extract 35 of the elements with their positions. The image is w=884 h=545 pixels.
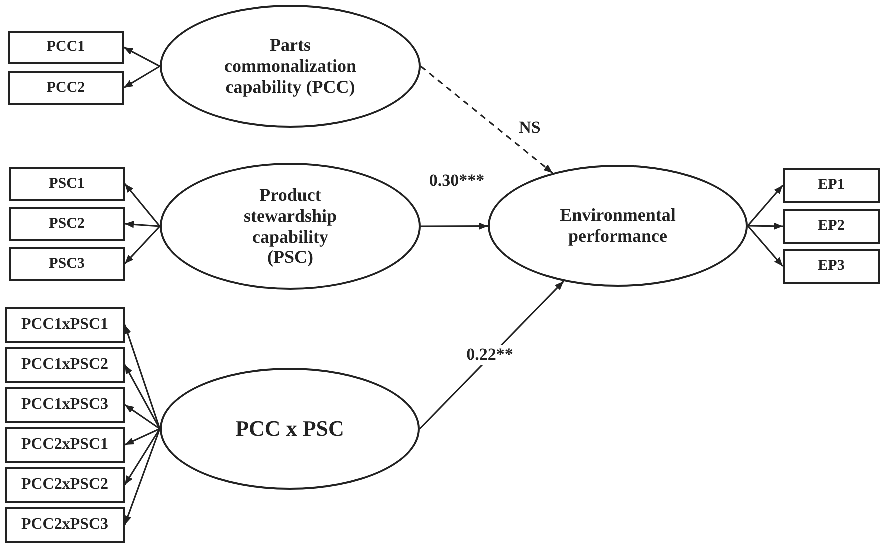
indicator-box: EP2 bbox=[783, 209, 880, 244]
arrow bbox=[421, 222, 488, 230]
indicator-box: PCC2xPSC3 bbox=[5, 507, 125, 543]
arrow bbox=[124, 324, 161, 430]
latent-construct-ellipse: PCC x PSC bbox=[160, 368, 420, 490]
arrow bbox=[124, 184, 161, 227]
indicator-box: PCC2xPSC1 bbox=[5, 427, 125, 463]
arrow bbox=[748, 222, 784, 230]
indicator-box: EP3 bbox=[783, 249, 880, 284]
indicator-box: EP1 bbox=[783, 168, 880, 203]
arrow bbox=[747, 184, 784, 227]
indicator-box: PSC3 bbox=[9, 247, 125, 281]
arrow bbox=[124, 428, 161, 526]
dashed-arrow bbox=[420, 66, 554, 174]
arrow bbox=[124, 221, 160, 228]
arrow bbox=[124, 226, 161, 265]
latent-construct-ellipse: Product stewardship capability (PSC) bbox=[160, 163, 421, 290]
arrow bbox=[124, 364, 161, 430]
indicator-box: PCC1xPSC3 bbox=[5, 387, 125, 423]
indicator-box: PCC2xPSC2 bbox=[5, 467, 125, 503]
arrow bbox=[124, 404, 160, 430]
indicator-box: PSC1 bbox=[9, 167, 125, 201]
arrow bbox=[124, 66, 160, 89]
path-coefficient-label: 0.22** bbox=[464, 345, 516, 365]
indicator-box: PSC2 bbox=[9, 207, 125, 241]
arrow bbox=[124, 428, 161, 486]
indicator-box: PCC1xPSC2 bbox=[5, 347, 125, 383]
indicator-box: PCC1xPSC1 bbox=[5, 307, 125, 343]
arrow bbox=[124, 46, 160, 68]
latent-construct-ellipse: Environmental performance bbox=[488, 165, 748, 287]
indicator-box: PCC2 bbox=[8, 71, 124, 105]
arrow bbox=[747, 225, 784, 268]
latent-construct-ellipse: Parts commonalization capability (PCC) bbox=[160, 5, 421, 128]
arrow bbox=[124, 428, 160, 446]
indicator-box: PCC1 bbox=[8, 31, 124, 64]
